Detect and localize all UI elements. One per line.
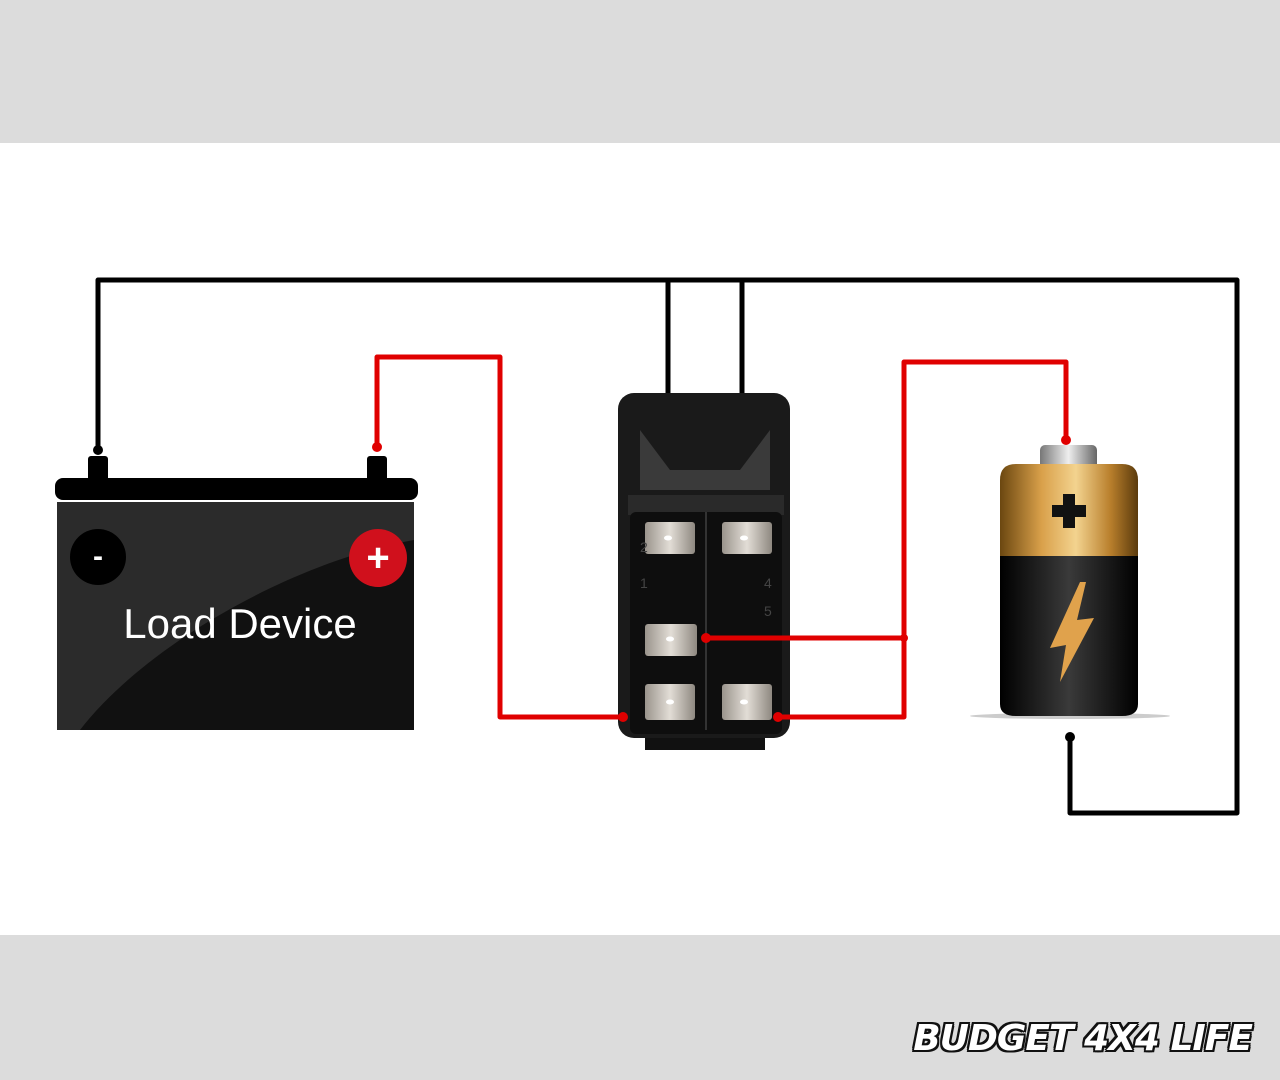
pin-label: 1: [640, 575, 648, 591]
wire-load-positive: [374, 354, 623, 720]
pin-label: 4: [764, 575, 772, 591]
wire-end-dot: [93, 445, 103, 455]
plus-symbol: +: [366, 536, 389, 580]
plus-icon: [349, 529, 407, 587]
wire-load-negative: [95, 277, 1240, 816]
wire-battery-positive: [778, 359, 1069, 720]
wire-end-dots: [372, 435, 1071, 722]
load-device: - + Load Device: [55, 456, 418, 730]
plus-icon: [1052, 494, 1086, 528]
minus-icon: [70, 529, 126, 585]
positive-wires: [374, 354, 1069, 720]
load-device-label: Load Device: [123, 600, 356, 647]
brand-logo: BUDGET 4X4 LIFE: [913, 1018, 1253, 1059]
rocker-switch: 2 1 4 5: [618, 393, 790, 750]
pin-label: 5: [764, 603, 772, 619]
top-band: [0, 0, 1280, 143]
negative-terminal: [88, 456, 108, 482]
lightning-icon: [1050, 582, 1094, 682]
pin-label: 2: [640, 539, 648, 555]
switch-terminals: [645, 522, 772, 720]
positive-terminal: [367, 456, 387, 482]
wire-end-dot: [1065, 732, 1075, 742]
battery-cell: [970, 445, 1170, 719]
bottom-band: [0, 935, 1280, 1080]
minus-symbol: -: [93, 540, 103, 573]
